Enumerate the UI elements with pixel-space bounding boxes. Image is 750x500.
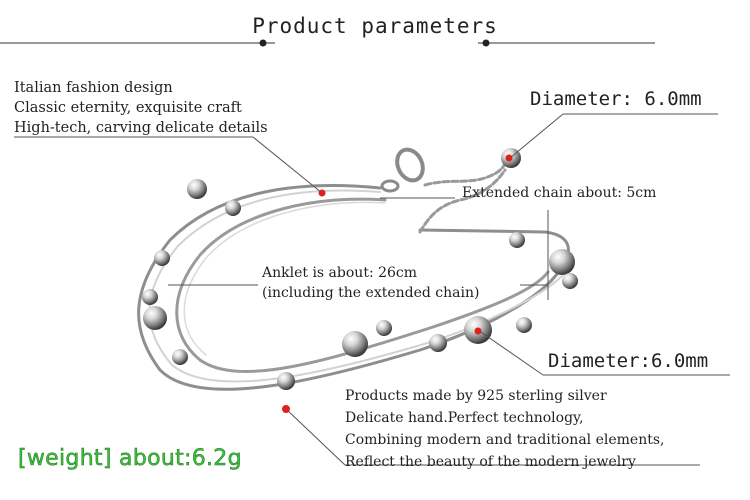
feature-line-3: High-tech, carving delicate details (14, 120, 268, 136)
anklet-length-note: (including the extended chain) (262, 285, 480, 301)
weight-label: [weight] about:6.2g (18, 446, 242, 472)
header-rule (0, 39, 655, 47)
extended-chain-label: Extended chain about: 5cm (462, 185, 657, 201)
description-line-3: Combining modern and traditional element… (345, 432, 665, 448)
description-line-2: Delicate hand.Perfect technology, (345, 410, 584, 426)
feature-line-2: Classic eternity, exquisite craft (14, 100, 242, 116)
feature-line-1: Italian fashion design (14, 80, 173, 96)
beads (142, 148, 578, 390)
marker-dots (282, 154, 513, 413)
description-line-4: Reflect the beauty of the modern jewelry (345, 454, 636, 470)
diameter-top-label: Diameter: 6.0mm (530, 88, 702, 110)
anklet-length-label: Anklet is about: 26cm (262, 265, 418, 281)
description-line-1: Products made by 925 sterling silver (345, 388, 607, 404)
page-title: Product parameters (252, 14, 498, 38)
annotation-lines (14, 113, 730, 466)
diameter-bottom-label: Diameter:6.0mm (548, 350, 709, 372)
